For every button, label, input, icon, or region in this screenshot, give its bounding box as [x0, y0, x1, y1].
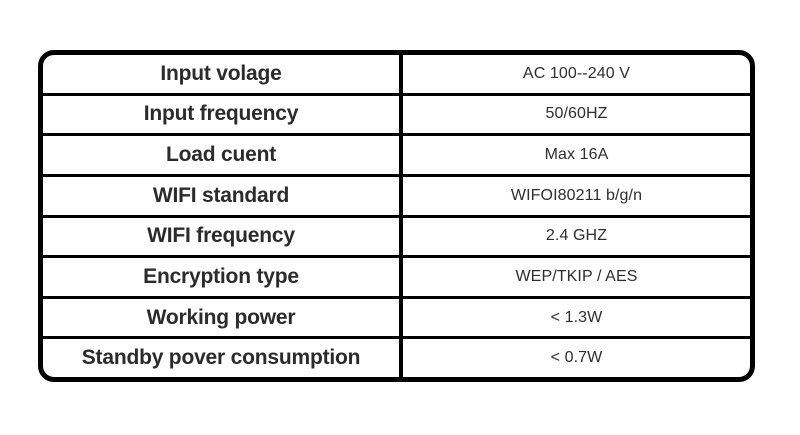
spec-value-input-voltage: AC 100--240 V	[522, 64, 631, 82]
table-row: Working power < 1.3W	[43, 298, 750, 340]
table-row: Load cuent Max 16A	[43, 136, 750, 177]
spec-value-encryption-type: WEP/TKIP / AES	[515, 267, 638, 285]
spec-value-input-frequency: 50/60HZ	[545, 105, 608, 123]
spec-value-load-current: Max 16A	[544, 146, 609, 164]
spec-label-load-current: Load cuent	[43, 136, 403, 174]
spec-value-wifi-frequency: 2.4 GHZ	[545, 227, 608, 245]
table-row: Encryption type WEP/TKIP / AES	[43, 258, 750, 299]
spec-value-wifi-standard: WIFOI80211 b/g/n	[510, 186, 643, 204]
table-row: Input volage AC 100--240 V	[43, 55, 750, 96]
spec-label-input-voltage: Input volage	[43, 55, 403, 93]
spec-label-wifi-standard: WIFI standard	[43, 176, 403, 215]
table-row: WIFI frequency 2.4 GHZ	[43, 217, 750, 259]
spec-label-working-power: Working power	[43, 298, 403, 337]
spec-label-input-frequency: Input frequency	[43, 95, 403, 134]
spec-label-standby-power-consumption: Standby pover consumption	[43, 339, 403, 377]
specification-table: Input volage AC 100--240 V Input frequen…	[38, 50, 755, 382]
spec-label-wifi-frequency: WIFI frequency	[43, 217, 403, 256]
spec-value-standby-power-consumption: < 0.7W	[550, 349, 603, 367]
table-row: WIFI standard WIFOI80211 b/g/n	[43, 176, 750, 218]
spec-label-encryption-type: Encryption type	[43, 258, 403, 296]
table-row: Input frequency 50/60HZ	[43, 95, 750, 137]
table-row: Standby pover consumption < 0.7W	[43, 339, 750, 377]
spec-value-working-power: < 1.3W	[550, 308, 603, 326]
